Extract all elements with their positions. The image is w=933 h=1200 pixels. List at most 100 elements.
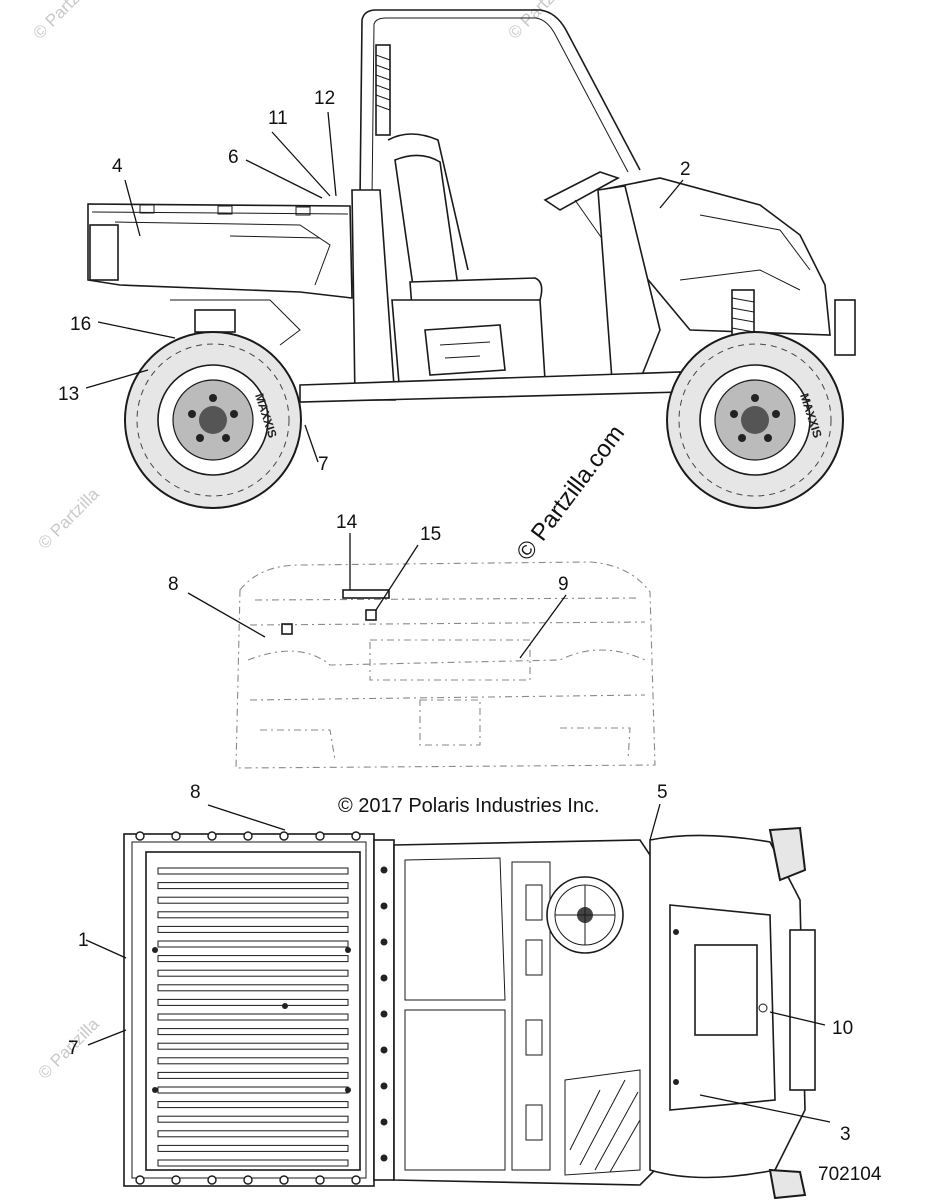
callout-8-rear: 8	[168, 574, 179, 595]
callout-2: 2	[680, 159, 691, 180]
bed-slat	[157, 1028, 349, 1036]
bed-slat	[157, 1086, 349, 1094]
bed-slat	[157, 1013, 349, 1021]
center-console	[511, 861, 551, 1171]
bed-slat	[157, 896, 349, 904]
bed-slat	[157, 1042, 349, 1050]
callout-1: 1	[78, 930, 89, 951]
tie-down-bolt	[207, 1175, 217, 1185]
rail-bolt	[380, 938, 388, 946]
front-hood	[598, 177, 831, 336]
rail-bolt	[380, 974, 388, 982]
rail-bolt	[380, 1010, 388, 1018]
hood-panel	[669, 904, 776, 1111]
cargo-bed-tie-downs	[135, 831, 361, 1185]
tie-down-bolt	[279, 1175, 289, 1185]
steering-wheel	[543, 171, 620, 211]
cab-area	[393, 839, 666, 1186]
bed-slat	[157, 1101, 349, 1109]
callout-3: 3	[840, 1124, 851, 1145]
tie-down-bolt	[207, 831, 217, 841]
front-bumper	[834, 299, 856, 356]
front-pillar	[597, 185, 661, 381]
bed-slat	[157, 1159, 349, 1167]
bed-slat	[157, 1144, 349, 1152]
rear-view-outline	[235, 561, 656, 769]
decal-14-outline	[342, 589, 390, 599]
tie-down-bolt	[171, 831, 181, 841]
bed-slat	[157, 925, 349, 933]
bed-slat	[157, 1071, 349, 1079]
bed-slat	[157, 1130, 349, 1138]
bed-slat	[157, 1057, 349, 1065]
rail-bolt	[380, 1046, 388, 1054]
side-view-vehicle: MAXXIS MAXXIS	[87, 9, 856, 509]
callout-9: 9	[558, 574, 569, 595]
callout-10: 10	[832, 1018, 853, 1039]
tie-down-bolt	[135, 831, 145, 841]
tie-down-bolt	[279, 831, 289, 841]
rear-suspension	[170, 299, 301, 346]
decal-15-outline	[365, 609, 377, 621]
rear-view-vehicle	[235, 561, 656, 769]
tie-down-bolt	[351, 1175, 361, 1185]
front-wheel: MAXXIS	[666, 331, 844, 509]
rail-bolt	[380, 1118, 388, 1126]
copyright-notice: © 2017 Polaris Industries Inc.	[338, 795, 600, 817]
callout-labels: 1 2 3 4 5 6 7 7 8 8 9 10 11 12 13 14 15 …	[58, 88, 853, 1145]
callout-7-side: 7	[318, 454, 329, 475]
callout-8-top: 8	[190, 782, 201, 803]
top-view-vehicle	[123, 826, 816, 1200]
watermark-top-left: © Partzilla	[29, 0, 98, 43]
bed-slat	[157, 969, 349, 977]
callout-4: 4	[112, 156, 123, 177]
callout-14: 14	[336, 512, 358, 533]
rear-wheel: MAXXIS	[124, 331, 302, 509]
callout-12: 12	[314, 88, 335, 109]
bed-slat	[157, 882, 349, 890]
seat-left	[404, 857, 506, 1001]
callout-leaders	[85, 111, 831, 1123]
roll-cage-inner	[371, 17, 629, 201]
seat-back	[394, 154, 461, 301]
seat-grab-bar	[387, 133, 469, 271]
tie-down-bolt	[243, 1175, 253, 1185]
callout-15: 15	[420, 524, 441, 545]
tie-down-bolt	[135, 1175, 145, 1185]
tie-down-bolt	[315, 1175, 325, 1185]
bed-slat	[157, 940, 349, 948]
rail-bolt	[380, 866, 388, 874]
tie-down-bolt	[171, 1175, 181, 1185]
roll-cage-outer	[359, 9, 641, 201]
watermark-main: © Partzilla.com	[511, 420, 630, 565]
watermark-left-mid: © Partzilla	[34, 484, 103, 553]
cargo-box	[87, 203, 353, 299]
rail-bolt	[380, 1154, 388, 1162]
tie-down-bolt	[315, 831, 325, 841]
rail-bolt	[380, 902, 388, 910]
bed-slat	[157, 984, 349, 992]
door-graphic	[424, 324, 506, 376]
callout-13: 13	[58, 384, 79, 405]
seat-right	[404, 1009, 506, 1171]
bed-slat	[157, 911, 349, 919]
callout-7-top: 7	[68, 1038, 79, 1059]
top-front-tire-left	[768, 826, 807, 882]
callout-16: 16	[70, 314, 91, 335]
decal-8-outline	[281, 623, 293, 635]
bed-slat	[157, 955, 349, 963]
cargo-bed-slats	[157, 867, 349, 1167]
bed-slat	[157, 867, 349, 875]
top-front-bumper	[789, 929, 816, 1091]
floor-mat	[564, 1069, 641, 1176]
cage-shock	[375, 44, 391, 136]
tie-down-bolt	[351, 831, 361, 841]
watermark-top-mid: © Partzilla	[504, 0, 573, 43]
bulkhead-rail	[373, 839, 395, 1181]
tail-light	[89, 224, 119, 281]
document-number: 702104	[818, 1164, 882, 1185]
callout-6: 6	[228, 147, 239, 168]
tie-down-bolt	[243, 831, 253, 841]
hood-decal-area	[694, 944, 758, 1036]
